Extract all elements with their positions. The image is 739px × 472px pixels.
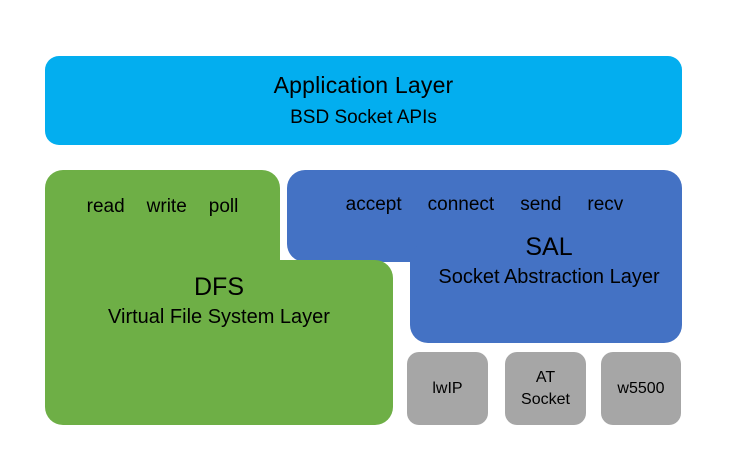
sal-operation-send: send (520, 194, 562, 215)
driver-box-w5500[interactable]: w5500 (601, 352, 681, 425)
dfs-operations-row: read write poll (45, 190, 280, 224)
sal-label-group: SAL Socket Abstraction Layer (410, 232, 688, 291)
driver-box-at-socket[interactable]: AT Socket (505, 352, 586, 425)
application-layer-subtitle: BSD Socket APIs (290, 107, 437, 128)
dfs-label-group: DFS Virtual File System Layer (45, 272, 393, 331)
driver-at-line2: Socket (521, 390, 570, 408)
dfs-operation-write: write (146, 196, 187, 217)
driver-w5500-line1: w5500 (617, 379, 665, 397)
application-layer-box[interactable]: Application Layer BSD Socket APIs (45, 56, 682, 145)
driver-lwip-line1: lwIP (432, 379, 463, 397)
sal-operation-recv: recv (587, 194, 624, 215)
driver-box-lwip[interactable]: lwIP (407, 352, 488, 425)
application-layer-title: Application Layer (273, 72, 454, 98)
sal-operations-row: accept connect send recv (287, 188, 682, 222)
dfs-subtitle: Virtual File System Layer (108, 306, 330, 328)
dfs-title: DFS (194, 273, 244, 301)
dfs-operation-poll: poll (208, 196, 239, 217)
sal-operation-connect: connect (427, 194, 495, 215)
sal-operation-accept: accept (345, 194, 402, 215)
driver-at-line1: AT (535, 368, 556, 386)
sal-title: SAL (525, 233, 573, 261)
sal-subtitle: Socket Abstraction Layer (438, 266, 660, 288)
dfs-operation-read: read (86, 196, 125, 217)
